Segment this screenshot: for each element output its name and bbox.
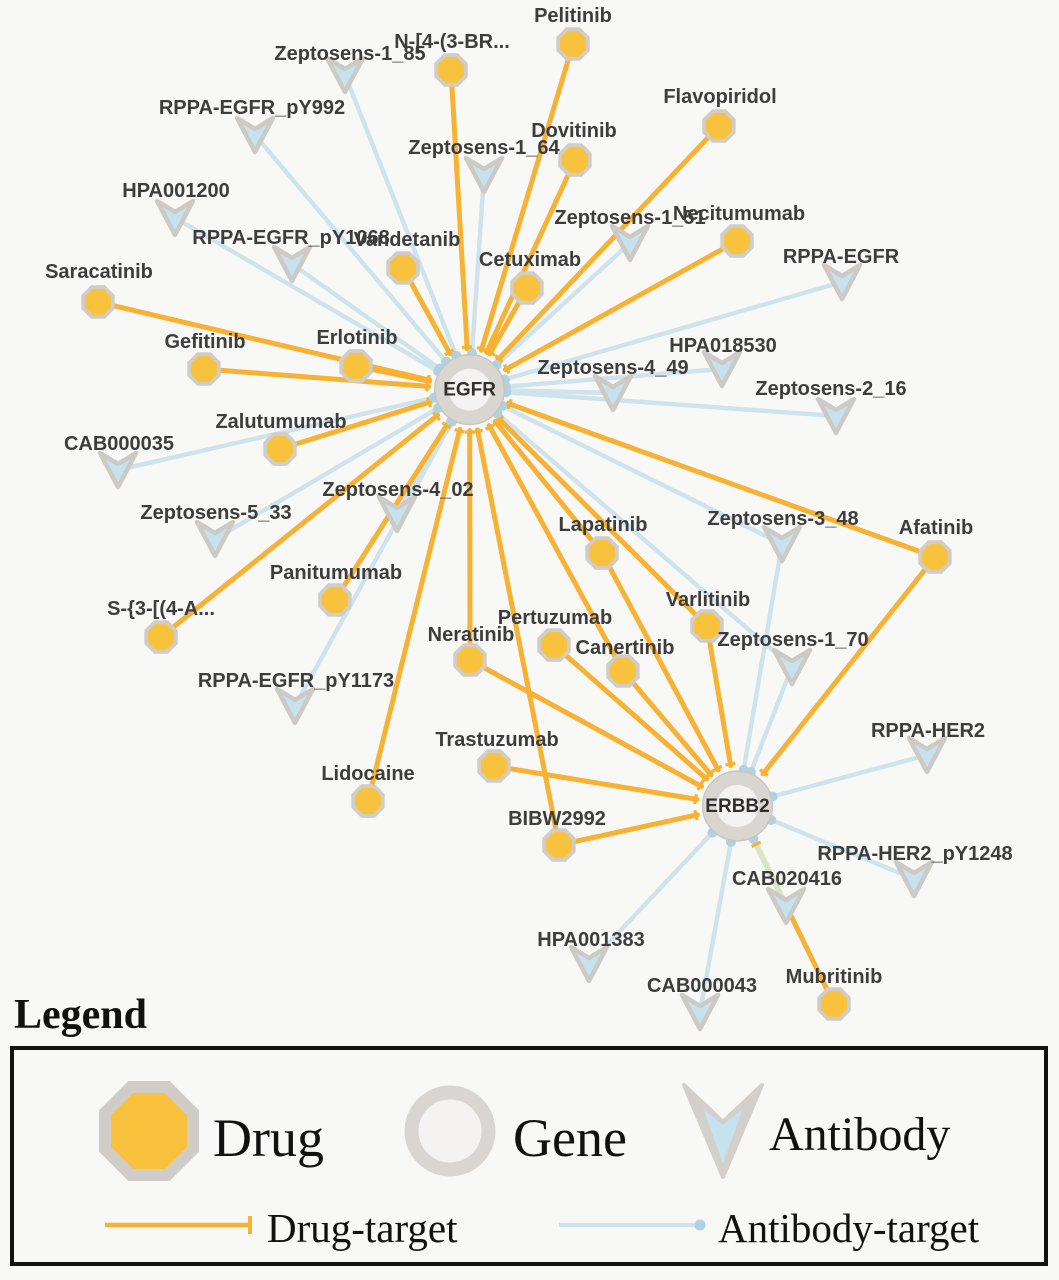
svg-text:Erlotinib: Erlotinib [316, 327, 397, 349]
svg-text:Zeptosens-1_70: Zeptosens-1_70 [717, 629, 868, 651]
svg-text:Vandetanib: Vandetanib [354, 229, 461, 251]
svg-text:Lapatinib: Lapatinib [559, 514, 648, 536]
svg-text:HPA001200: HPA001200 [122, 180, 229, 202]
svg-text:N-[4-(3-BR...: N-[4-(3-BR... [394, 31, 510, 53]
svg-text:Zeptosens-2_16: Zeptosens-2_16 [755, 378, 906, 400]
svg-text:CAB020416: CAB020416 [732, 868, 842, 890]
svg-text:Zeptosens-1_85: Zeptosens-1_85 [274, 43, 425, 65]
svg-text:CAB000043: CAB000043 [647, 975, 757, 997]
svg-text:S-{3-[(4-A...: S-{3-[(4-A... [107, 598, 215, 620]
svg-text:Flavopiridol: Flavopiridol [663, 86, 776, 108]
svg-text:Panitumumab: Panitumumab [270, 562, 402, 584]
svg-text:Dovitinib: Dovitinib [531, 120, 617, 142]
svg-text:Gene: Gene [513, 1108, 627, 1168]
svg-text:Neratinib: Neratinib [428, 624, 515, 646]
svg-text:Pelitinib: Pelitinib [534, 5, 612, 27]
svg-text:RPPA-HER2: RPPA-HER2 [871, 720, 985, 742]
svg-text:HPA018530: HPA018530 [669, 335, 776, 357]
svg-text:Antibody-target: Antibody-target [718, 1205, 980, 1251]
svg-text:Zeptosens-4_02: Zeptosens-4_02 [322, 479, 473, 501]
svg-text:Zeptosens-5_33: Zeptosens-5_33 [140, 502, 291, 524]
svg-text:Zalutumumab: Zalutumumab [215, 411, 346, 433]
svg-text:Legend: Legend [14, 992, 147, 1038]
svg-text:EGFR: EGFR [443, 380, 496, 401]
svg-text:Afatinib: Afatinib [899, 517, 973, 539]
svg-text:Mubritinib: Mubritinib [786, 966, 883, 988]
svg-text:Zeptosens-1_51: Zeptosens-1_51 [554, 207, 705, 229]
svg-text:Pertuzumab: Pertuzumab [498, 607, 612, 629]
svg-text:RPPA-EGFR: RPPA-EGFR [783, 246, 900, 268]
svg-text:Canertinib: Canertinib [576, 637, 675, 659]
svg-text:Cetuximab: Cetuximab [479, 249, 581, 271]
svg-text:Lidocaine: Lidocaine [321, 763, 414, 785]
svg-text:Saracatinib: Saracatinib [45, 261, 153, 283]
svg-text:Trastuzumab: Trastuzumab [435, 729, 558, 751]
svg-text:Antibody: Antibody [769, 1108, 950, 1161]
svg-text:Varlitinib: Varlitinib [666, 589, 750, 611]
svg-text:Necitumumab: Necitumumab [673, 203, 805, 225]
svg-text:RPPA-EGFR_pY1173: RPPA-EGFR_pY1173 [198, 670, 394, 692]
svg-text:RPPA-EGFR_pY1068: RPPA-EGFR_pY1068 [192, 227, 389, 249]
svg-text:ERBB2: ERBB2 [705, 796, 769, 817]
svg-text:RPPA-EGFR_pY992: RPPA-EGFR_pY992 [159, 97, 345, 119]
svg-text:RPPA-HER2_pY1248: RPPA-HER2_pY1248 [817, 843, 1012, 865]
svg-text:CAB000035: CAB000035 [64, 433, 174, 455]
svg-text:Gefitinib: Gefitinib [164, 331, 245, 353]
svg-text:HPA001383: HPA001383 [537, 929, 644, 951]
svg-text:BIBW2992: BIBW2992 [508, 808, 606, 830]
svg-text:Drug-target: Drug-target [267, 1205, 458, 1251]
svg-text:Zeptosens-3_48: Zeptosens-3_48 [707, 508, 858, 530]
svg-text:Zeptosens-4_49: Zeptosens-4_49 [537, 357, 688, 379]
svg-text:Drug: Drug [213, 1108, 324, 1168]
svg-text:Zeptosens-1_64: Zeptosens-1_64 [408, 137, 560, 159]
